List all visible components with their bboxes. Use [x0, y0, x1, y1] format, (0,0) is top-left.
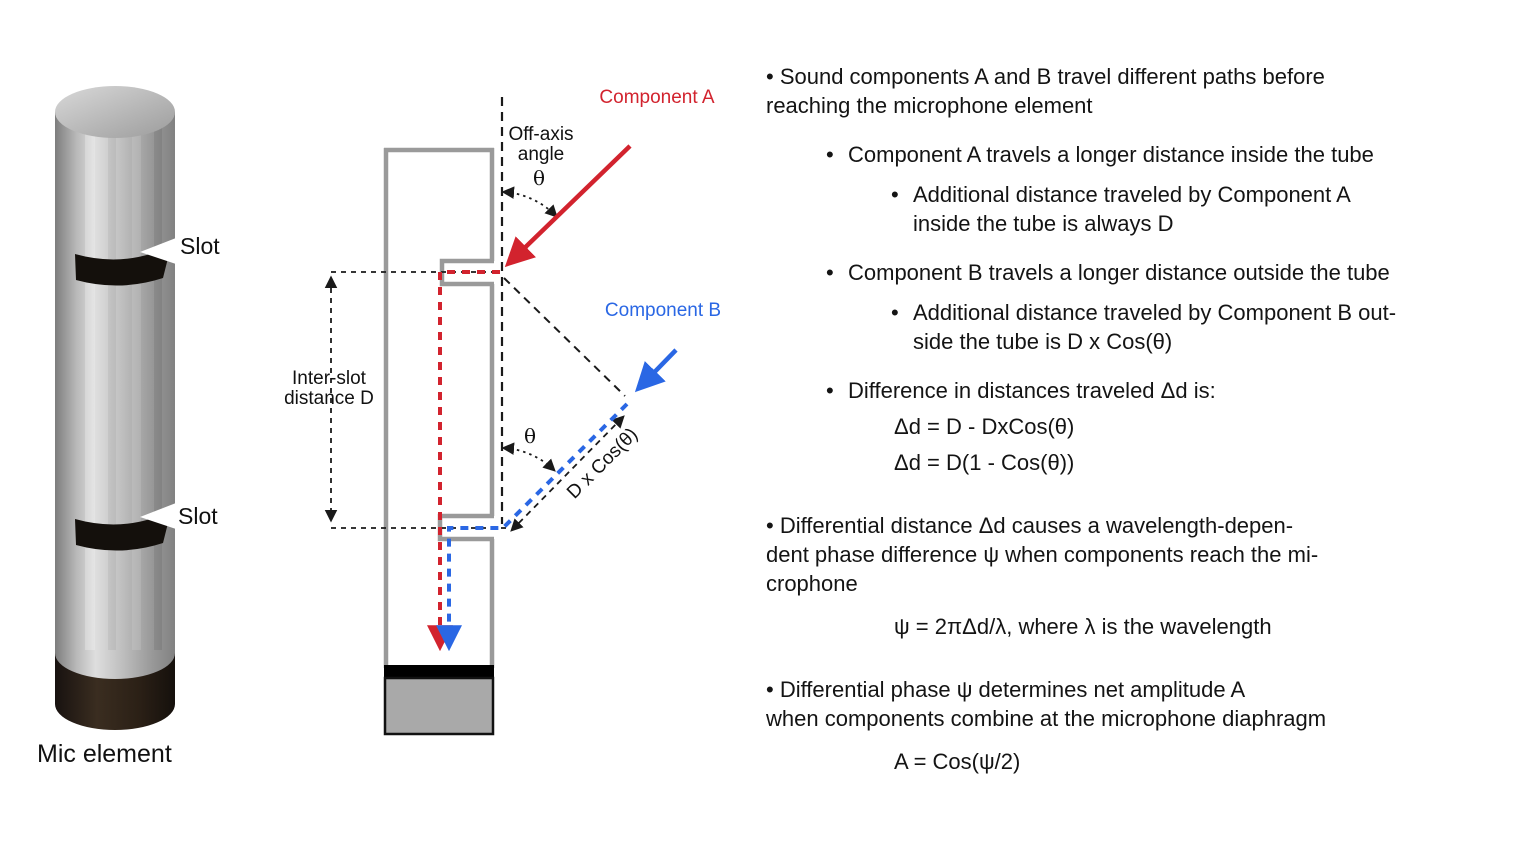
bullet-item: • Additional distance traveled by Compone… — [891, 298, 1528, 356]
theta-symbol-lower: θ — [524, 424, 537, 448]
bullet-text: Additional distance traveled by Componen… — [913, 300, 1397, 354]
bullet-item: • Differential distance Δd causes a wave… — [766, 513, 1319, 596]
formula-item: A = Cos(ψ/2) — [894, 749, 1021, 774]
component-b-ray — [634, 348, 678, 393]
inter-slot-dimension — [324, 271, 508, 529]
off-axis-angle-label: Off-axis angle — [508, 124, 574, 165]
formula-item: ψ = 2πΔd/λ, where λ is the wavelength — [894, 614, 1272, 639]
bullet-item: • Sound components A and B travel differ… — [766, 64, 1325, 118]
slot-cut-top — [75, 246, 171, 286]
component-b-path — [436, 402, 629, 652]
bullet-glyph: • — [826, 378, 834, 403]
bullet-text: Component B travels a longer distance ou… — [848, 260, 1390, 285]
text-column: • Sound components A and B travel differ… — [766, 52, 1528, 776]
mic-element-3d — [55, 653, 175, 730]
bullet-glyph: • — [891, 182, 899, 207]
bullet-item: • Component B travels a longer distance o… — [826, 258, 1528, 287]
diaphragm-bar — [384, 665, 494, 678]
tube-top-cap — [55, 86, 175, 138]
bullet-item: • Difference in distances traveled Δd is: — [826, 376, 1528, 405]
mic-body-block — [383, 676, 495, 736]
wavefront-line — [503, 277, 626, 397]
bullet-glyph: • — [826, 260, 834, 285]
bullet-text: Component A travels a longer distance in… — [848, 142, 1374, 167]
component-a-label: Component A — [599, 87, 715, 108]
microphone-3d-figure: Slot Slot Mic element — [30, 82, 250, 782]
bullet-text: Additional distance traveled by Componen… — [913, 182, 1351, 236]
off-axis-angle-arc — [501, 186, 558, 218]
component-a-ray — [504, 144, 632, 268]
inter-slot-distance-label: Inter-slot distance D — [284, 368, 374, 409]
component-b-label: Component B — [604, 300, 722, 321]
tube-3d-graphic — [55, 86, 176, 730]
d-cos-dimension — [510, 415, 625, 532]
formula-item: Δd = D(1 - Cos(θ)) — [894, 450, 1075, 475]
bullet-glyph: • — [826, 142, 834, 167]
lower-angle-arc — [501, 442, 556, 472]
bullet-item: • Additional distance traveled by Compone… — [891, 180, 1528, 238]
bullet-text: Difference in distances traveled Δd is: — [848, 378, 1216, 403]
slot-cut-bottom — [75, 511, 171, 551]
slot-label-bottom: Slot — [178, 503, 218, 529]
mic-element-label: Mic element — [37, 740, 172, 768]
component-a-path — [427, 270, 500, 652]
slot-label-top: Slot — [180, 233, 220, 259]
theta-symbol-upper: θ — [533, 166, 546, 190]
bullet-item: • Differential phase ψ determines net am… — [766, 677, 1327, 731]
formula-item: Δd = D - DxCos(θ) — [894, 414, 1075, 439]
bullet-glyph: • — [891, 300, 899, 325]
bullet-item: • Component A travels a longer distance i… — [826, 140, 1528, 169]
